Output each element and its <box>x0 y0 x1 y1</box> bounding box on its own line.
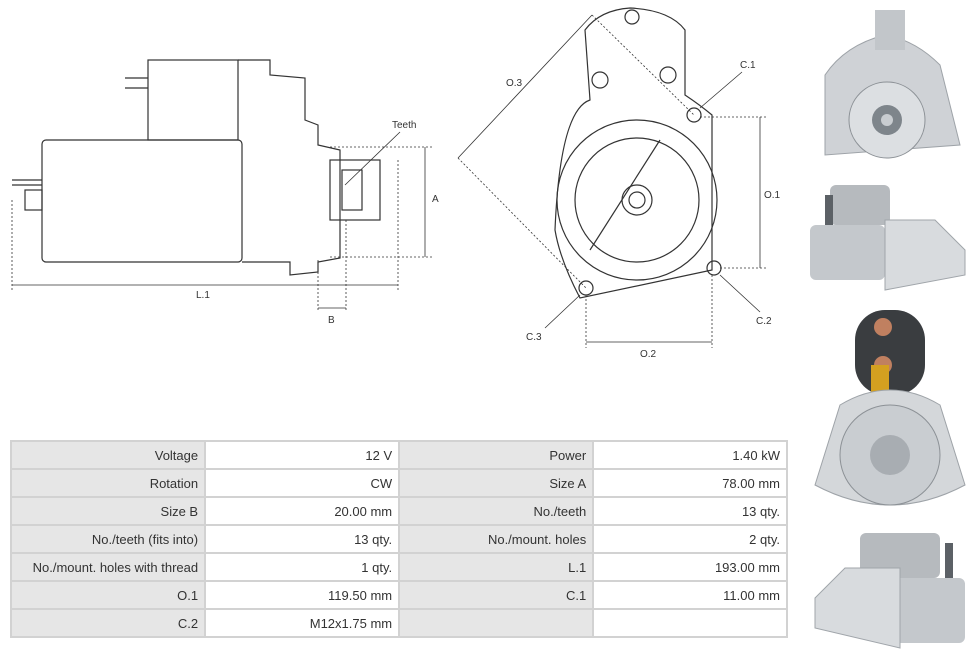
spec-value: 13 qty. <box>204 524 401 554</box>
spec-label: No./teeth (fits into) <box>9 524 207 554</box>
spec-value: 1.40 kW <box>592 440 788 470</box>
spec-value: M12x1.75 mm <box>204 608 401 638</box>
o3-label: O.3 <box>506 78 523 89</box>
size-b-label: B <box>328 315 335 326</box>
spec-value: CW <box>204 468 401 498</box>
spec-value: 1 qty. <box>204 552 401 582</box>
spec-label: Power <box>398 440 595 470</box>
spec-label: C.2 <box>9 608 207 638</box>
side-view-drawing: Teeth A B L.1 <box>11 59 439 326</box>
c1-label: C.1 <box>740 60 756 71</box>
product-photo-rear <box>814 310 966 506</box>
table-row: No./teeth (fits into) 13 qty. No./mount.… <box>9 524 788 554</box>
spec-label: L.1 <box>398 552 595 582</box>
spec-value <box>592 608 788 638</box>
spec-value: 78.00 mm <box>592 468 788 498</box>
spec-label: No./mount. holes with thread <box>9 552 207 582</box>
table-row: Size B 20.00 mm No./teeth 13 qty. <box>9 496 788 526</box>
spec-label: Size A <box>398 468 595 498</box>
o2-label: O.2 <box>640 349 657 360</box>
spec-label: No./teeth <box>398 496 595 526</box>
spec-label: Voltage <box>9 440 207 470</box>
spec-value: 13 qty. <box>592 496 788 526</box>
spec-value: 12 V <box>204 440 401 470</box>
l1-label: L.1 <box>196 290 210 301</box>
specs-table: Voltage 12 V Power 1.40 kW Rotation CW S… <box>9 440 788 638</box>
table-row: Rotation CW Size A 78.00 mm <box>9 468 788 498</box>
spec-label: C.1 <box>398 580 595 610</box>
table-row: Voltage 12 V Power 1.40 kW <box>9 440 788 470</box>
size-a-label: A <box>432 194 439 205</box>
front-view-drawing: O.3 C.1 O.1 C.2 C.3 O.2 <box>457 7 781 360</box>
spec-label: O.1 <box>9 580 207 610</box>
spec-value: 2 qty. <box>592 524 788 554</box>
spec-value: 20.00 mm <box>204 496 401 526</box>
spec-label: No./mount. holes <box>398 524 595 554</box>
product-photo-front <box>824 10 961 159</box>
spec-value: 119.50 mm <box>204 580 401 610</box>
table-row: No./mount. holes with thread 1 qty. L.1 … <box>9 552 788 582</box>
spec-label: Rotation <box>9 468 207 498</box>
product-photo-side-top <box>810 185 966 291</box>
table-row: O.1 119.50 mm C.1 11.00 mm <box>9 580 788 610</box>
spec-value: 193.00 mm <box>592 552 788 582</box>
spec-label <box>398 608 595 638</box>
spec-label: Size B <box>9 496 207 526</box>
spec-value: 11.00 mm <box>592 580 788 610</box>
c3-label: C.3 <box>526 332 542 343</box>
product-photo-side-bottom <box>814 533 965 649</box>
o1-label: O.1 <box>764 190 781 201</box>
table-row: C.2 M12x1.75 mm <box>9 608 788 638</box>
c2-label: C.2 <box>756 316 772 327</box>
teeth-label: Teeth <box>392 120 416 131</box>
